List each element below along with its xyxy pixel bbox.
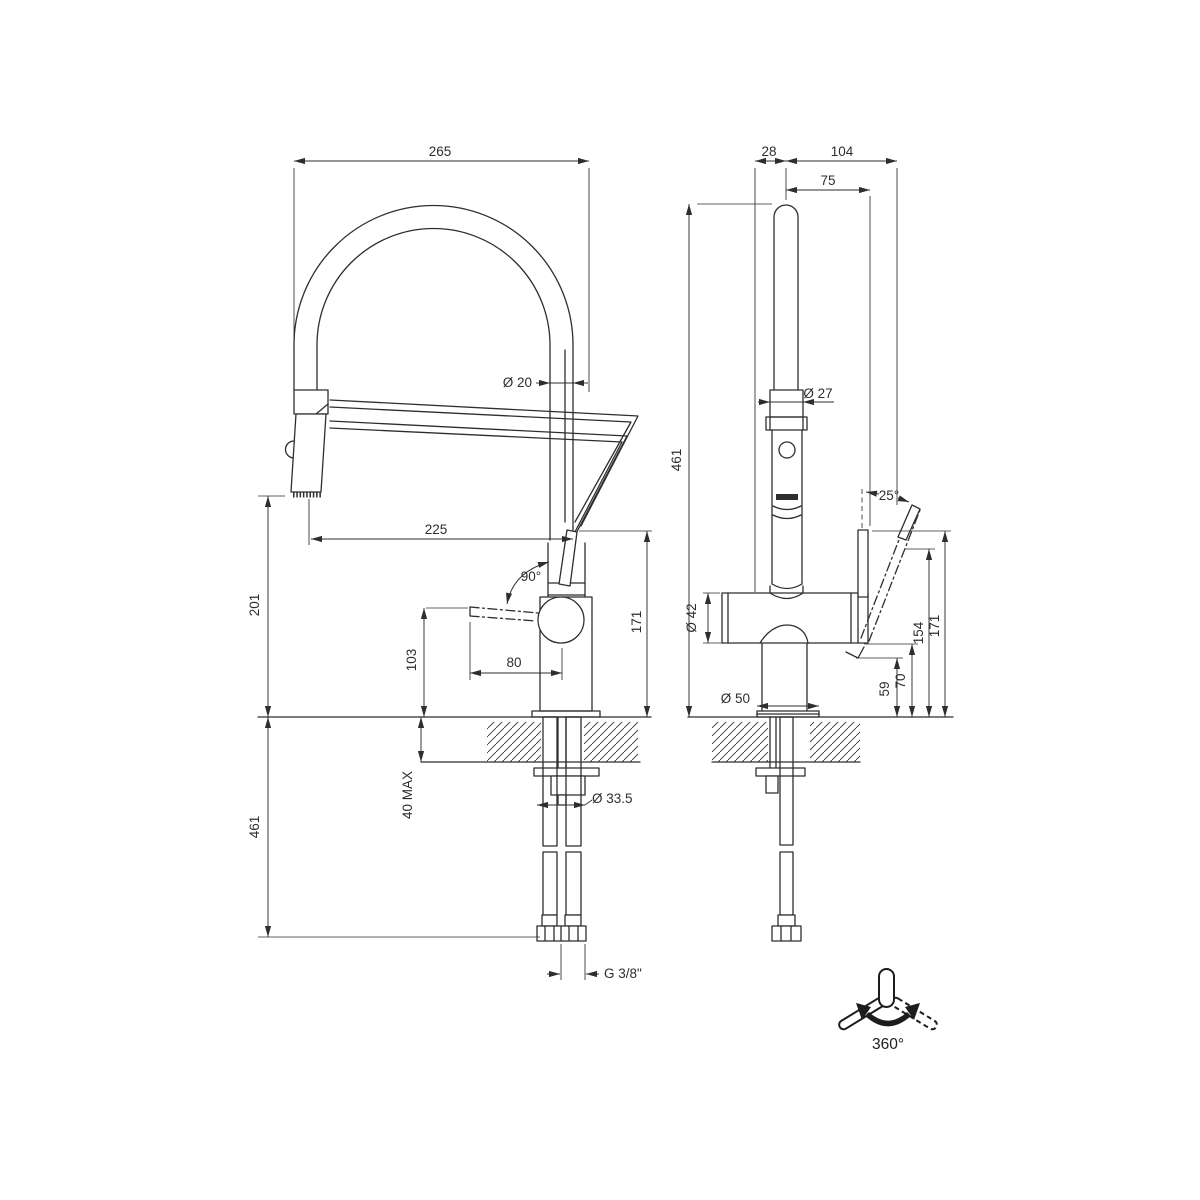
handle-lever-phantom-90 xyxy=(469,606,539,622)
dim-lever-swing: 90° xyxy=(521,569,541,584)
rotation-angle-label: 360° xyxy=(872,1036,904,1053)
dim-overall-reach: 265 xyxy=(429,144,452,159)
front-view-dimensions: 28 104 75 461 Ø 27 Ø 42 25° xyxy=(669,144,951,717)
dim-head-offset: 28 xyxy=(761,144,776,159)
spout-arm xyxy=(329,399,639,550)
dim-lever-tip-height: 59 xyxy=(877,681,892,696)
side-view: 265 Ø 20 225 90° 171 103 80 xyxy=(247,144,652,981)
dim-lever-tilt: 25° xyxy=(879,488,899,503)
rotation-arrow-icon xyxy=(865,1011,911,1027)
dim-lever-offset: 75 xyxy=(820,173,835,188)
dim-lever-reach: 104 xyxy=(831,144,854,159)
lever-knob-icon xyxy=(878,968,895,1008)
dim-hose-drop: 461 xyxy=(247,816,262,839)
dim-hose-diameter: Ø 20 xyxy=(503,375,532,390)
front-handle xyxy=(845,486,921,659)
rotation-legend: 360° xyxy=(838,968,938,1053)
dim-base-diameter: Ø 50 xyxy=(721,691,750,706)
gooseneck-arc xyxy=(293,204,574,541)
front-column xyxy=(765,204,808,594)
dim-neck-diameter: Ø 27 xyxy=(803,386,832,401)
dim-spout-height: 171 xyxy=(629,611,644,634)
release-button xyxy=(778,441,796,459)
dim-lever-length: 80 xyxy=(506,655,521,670)
dim-lever-clearance: 103 xyxy=(404,649,419,672)
dim-spray-height: 201 xyxy=(247,594,262,617)
dim-total-height: 461 xyxy=(669,449,684,472)
counter-section-side xyxy=(257,716,652,763)
counter-section-front xyxy=(687,716,954,763)
spray-head xyxy=(284,389,329,498)
dim-hose-thread: G 3/8" xyxy=(604,966,642,981)
supply-hoses-side xyxy=(536,716,587,942)
handle-lever-side xyxy=(558,529,578,587)
side-view-dimensions: 265 Ø 20 225 90° 171 103 80 xyxy=(247,144,652,981)
supply-hose-front xyxy=(771,716,802,942)
dim-body-bottom-height: 70 xyxy=(893,673,908,688)
seal-ring xyxy=(776,494,798,500)
dim-hole-diameter: Ø 33.5 xyxy=(592,791,633,806)
dim-deck-thickness: 40 MAX xyxy=(400,771,415,819)
front-view: 28 104 75 461 Ø 27 Ø 42 25° xyxy=(669,144,954,942)
handle-knob xyxy=(537,596,585,644)
dim-lever-pivot-height: 154 xyxy=(911,621,926,644)
dim-spout-reach: 225 xyxy=(425,522,448,537)
dim-body-diameter: Ø 42 xyxy=(684,603,699,632)
dim-lever-top-height: 171 xyxy=(927,615,942,638)
